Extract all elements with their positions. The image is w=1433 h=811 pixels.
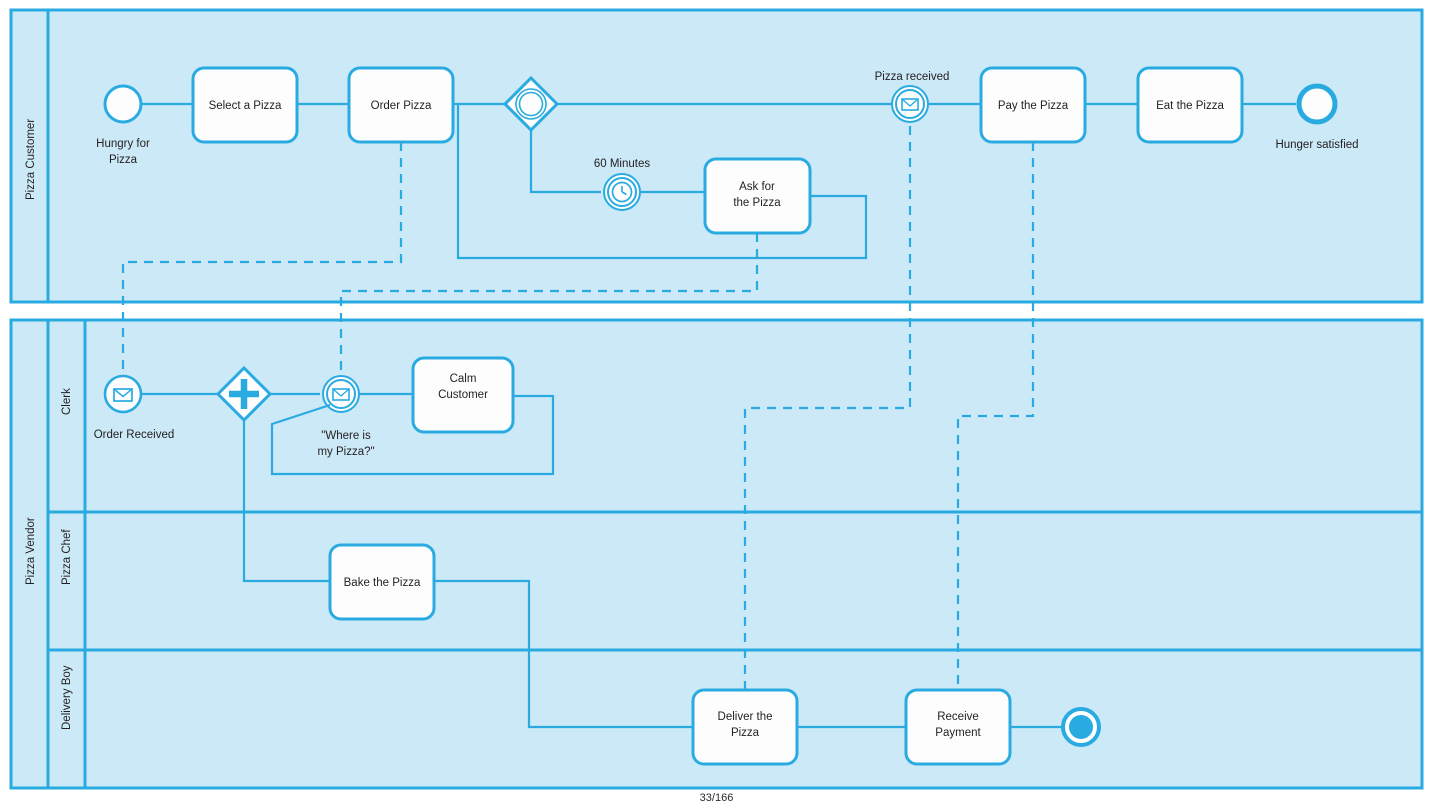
message-intermediate-event-pizza-received[interactable] — [891, 85, 929, 123]
lane-label-pizza-chef: Pizza Chef — [61, 529, 73, 585]
end-event-label-hunger-satisfied: Hunger satisfied — [1275, 139, 1358, 151]
end-event-delivery[interactable] — [1061, 707, 1101, 747]
task-label-calm-customer-line2: Customer — [438, 389, 488, 401]
end-event-hunger-satisfied[interactable] — [1296, 83, 1338, 125]
message-event-label-where-is-my-pizza-line1: "Where is — [321, 430, 371, 442]
task-label-select-a-pizza: Select a Pizza — [209, 100, 282, 112]
message-flow-order — [121, 142, 403, 376]
start-event-label-order-received: Order Received — [94, 429, 175, 441]
task-label-receive-payment-line2: Payment — [935, 727, 981, 739]
task-label-ask-for-the-pizza-line2: the Pizza — [733, 197, 781, 209]
page-number: 33/166 — [699, 792, 734, 804]
task-label-deliver-the-pizza-line1: Deliver the — [718, 711, 773, 723]
task-label-ask-for-the-pizza-line1: Ask for — [739, 181, 775, 193]
task-label-calm-customer-line1: Calm — [450, 373, 477, 385]
start-event-label-line1: Hungry for — [96, 138, 150, 150]
timer-intermediate-event[interactable] — [603, 173, 641, 211]
task-label-eat-the-pizza: Eat the Pizza — [1156, 100, 1224, 112]
message-event-label-where-is-my-pizza-line2: my Pizza?" — [317, 446, 374, 458]
task-label-bake-the-pizza: Bake the Pizza — [344, 577, 421, 589]
message-start-event-order-received[interactable] — [103, 374, 143, 414]
pool-pizza-customer: Pizza Customer — [9, 8, 1424, 304]
message-flow-ask — [339, 233, 759, 376]
task-ask-for-the-pizza[interactable] — [703, 157, 812, 235]
start-event-hungry-for-pizza[interactable] — [103, 84, 143, 124]
message-flow-payment — [956, 142, 1035, 690]
task-label-pay-the-pizza: Pay the Pizza — [998, 100, 1069, 112]
lane-label-clerk: Clerk — [61, 388, 73, 415]
pool-label-pizza-vendor: Pizza Vendor — [25, 517, 37, 585]
message-intermediate-event-where-is-my-pizza[interactable] — [322, 375, 360, 413]
timer-event-label: 60 Minutes — [594, 158, 651, 170]
pool-label-pizza-customer: Pizza Customer — [25, 119, 37, 200]
task-label-order-pizza: Order Pizza — [371, 100, 432, 112]
task-label-receive-payment-line1: Receive — [937, 711, 979, 723]
start-event-label-line2: Pizza — [109, 154, 138, 166]
task-label-deliver-the-pizza-line2: Pizza — [731, 727, 760, 739]
message-event-label-pizza-received: Pizza received — [875, 71, 950, 83]
lane-label-delivery-boy: Delivery Boy — [61, 665, 73, 730]
